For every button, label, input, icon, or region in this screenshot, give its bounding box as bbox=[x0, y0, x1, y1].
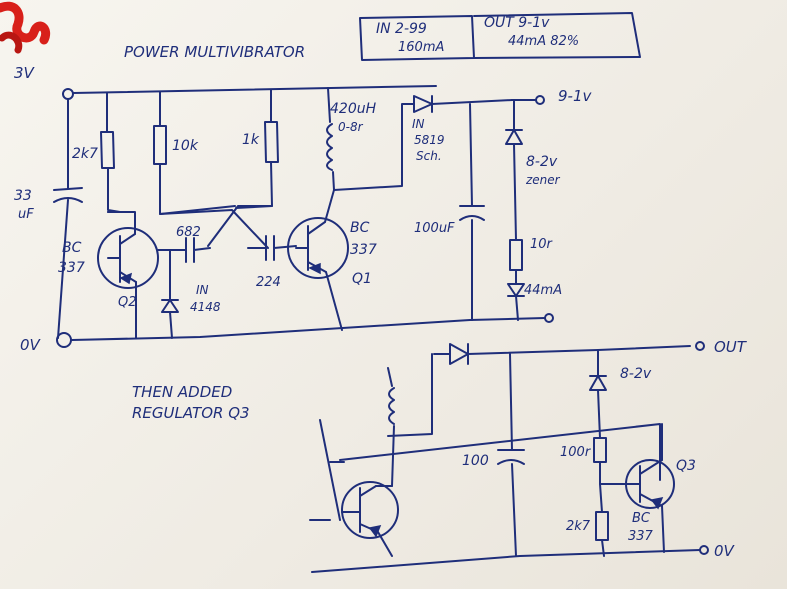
label-cap-100uf: 100uF bbox=[414, 221, 455, 236]
q2-emitter-arrow bbox=[119, 272, 133, 285]
label-q2: Q2 bbox=[118, 295, 137, 310]
diagram-title: POWER MULTIVIBRATOR bbox=[124, 43, 305, 61]
label-cap-682: 682 bbox=[176, 225, 201, 240]
label-q1: Q1 bbox=[352, 271, 372, 287]
label-inductor-resistance: 0-8r bbox=[338, 120, 364, 134]
label-q3-type-1: BC bbox=[632, 511, 651, 526]
bottom-top-rail bbox=[433, 343, 691, 365]
capacitor-224 bbox=[247, 235, 297, 261]
q1-emitter-arrow bbox=[308, 262, 321, 275]
resistor-100r bbox=[593, 437, 631, 485]
bottom-ground-rail bbox=[311, 549, 701, 573]
label-diode-q2-1: IN bbox=[196, 283, 209, 297]
label-zener-word: zener bbox=[525, 173, 561, 187]
supply-terminal bbox=[62, 88, 74, 100]
label-diode-3: Sch. bbox=[416, 149, 442, 163]
label-zener-voltage: 8-2v bbox=[526, 154, 558, 170]
label-output-voltage: 9-1v bbox=[558, 87, 592, 105]
spec-box-outline bbox=[359, 12, 641, 61]
spec-in-line2: 160mA bbox=[398, 40, 444, 55]
ground-out-terminal bbox=[544, 313, 554, 323]
bottom-capacitor bbox=[497, 353, 525, 557]
label-bottom-zener: 8-2v bbox=[620, 366, 652, 382]
label-led-current: 44mA bbox=[524, 283, 562, 298]
label-r-10r: 10r bbox=[530, 237, 554, 252]
label-cap-224: 224 bbox=[256, 275, 281, 290]
bottom-inductor bbox=[387, 367, 395, 487]
label-q3: Q3 bbox=[676, 458, 696, 474]
note-line-1: THEN ADDED bbox=[132, 383, 232, 401]
q3-emitter-arrow bbox=[650, 496, 664, 510]
transistor-q2 bbox=[97, 227, 159, 289]
zener-chain bbox=[505, 99, 525, 321]
base-drive-line bbox=[329, 423, 661, 481]
ground-rail bbox=[71, 317, 546, 341]
label-bottom-2k7: 2k7 bbox=[566, 519, 591, 534]
bottom-circuit bbox=[309, 341, 709, 573]
label-q1-type-1: BC bbox=[350, 220, 370, 236]
red-coiled-cord bbox=[0, 1, 51, 54]
label-q1-type-2: 337 bbox=[350, 242, 377, 258]
label-out: OUT bbox=[714, 338, 748, 356]
label-r-2k7: 2k7 bbox=[72, 146, 98, 162]
label-bottom-100r: 100r bbox=[560, 445, 592, 460]
label-cap-value: 33 bbox=[14, 188, 32, 204]
input-capacitor bbox=[53, 98, 83, 339]
label-inductance: 420uH bbox=[330, 101, 377, 117]
bottom-q-emitter-arrow bbox=[368, 524, 382, 538]
label-q2-type-1: BC bbox=[62, 240, 82, 256]
label-3v: 3V bbox=[14, 64, 36, 82]
transistor-bottom bbox=[341, 481, 399, 539]
top-circuit bbox=[53, 85, 554, 348]
note-line-2: REGULATOR Q3 bbox=[132, 404, 250, 422]
label-diode-q2-2: 4148 bbox=[190, 300, 221, 314]
diode-q2 bbox=[161, 249, 179, 339]
transistor-q1 bbox=[287, 217, 349, 279]
resistor-2k7 bbox=[100, 92, 121, 213]
label-0v: 0V bbox=[20, 336, 42, 354]
transistor-q3 bbox=[625, 459, 675, 509]
label-cap-unit: uF bbox=[18, 207, 34, 222]
resistor-1k bbox=[235, 89, 279, 209]
bottom-ground-terminal bbox=[699, 545, 709, 555]
label-bottom-cap: 100 bbox=[462, 453, 489, 469]
out-terminal bbox=[695, 341, 705, 351]
output-terminal bbox=[535, 95, 545, 105]
spec-in-line1: IN 2-99 bbox=[376, 21, 427, 37]
schottky-diode bbox=[401, 95, 513, 173]
label-diode-2: 5819 bbox=[414, 133, 445, 147]
label-bottom-0v: 0V bbox=[714, 542, 736, 560]
bottom-zener bbox=[589, 349, 607, 439]
spec-out-line2: 44mA 82% bbox=[508, 34, 579, 49]
resistor-2k7-bottom bbox=[595, 483, 609, 557]
label-q3-type-2: 337 bbox=[628, 529, 654, 544]
label-diode-1: IN bbox=[412, 117, 425, 131]
capacitor-682 bbox=[157, 237, 211, 263]
output-capacitor bbox=[459, 103, 485, 321]
inductor bbox=[326, 87, 403, 191]
cross-coupling bbox=[107, 205, 273, 249]
positive-rail bbox=[72, 85, 437, 94]
label-r-10k: 10k bbox=[172, 138, 199, 154]
spec-out-line1: OUT 9-1v bbox=[484, 15, 550, 31]
label-r-1k: 1k bbox=[242, 132, 260, 148]
label-q2-type-2: 337 bbox=[58, 260, 85, 276]
